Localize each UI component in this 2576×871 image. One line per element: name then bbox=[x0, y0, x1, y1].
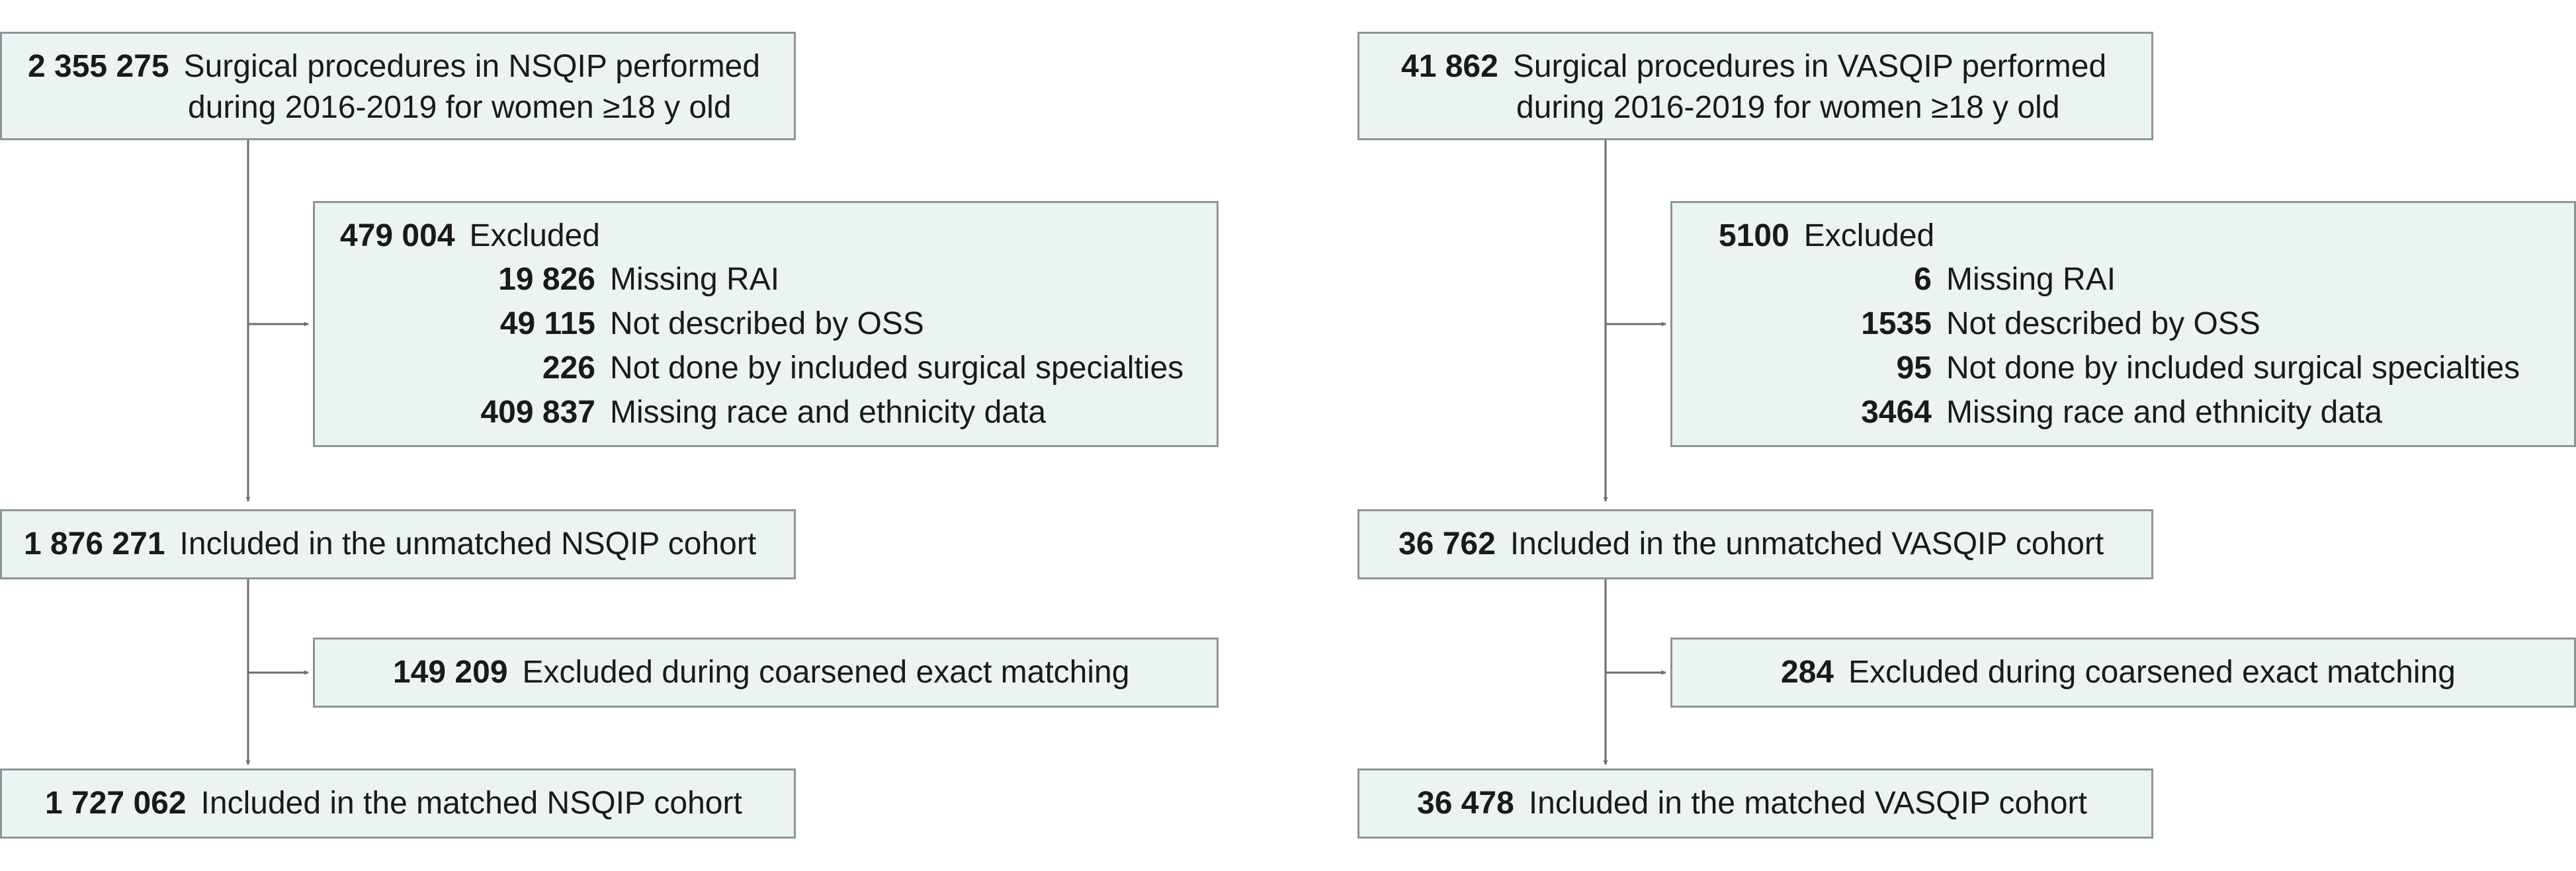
vasqip-start-label-1: Surgical procedures in VASQIP performed bbox=[1512, 49, 2107, 84]
nsqip-excluded1-total-count: 479 004 bbox=[340, 218, 455, 253]
vasqip-excluded2-line: 284 Excluded during coarsened exact matc… bbox=[1781, 651, 2456, 694]
vasqip-excluded1-item-count: 95 bbox=[1896, 351, 1932, 386]
nsqip-unmatched-box bbox=[0, 509, 796, 579]
nsqip-excluded1-total: 479 004 Excluded bbox=[340, 214, 600, 258]
vasqip-unmatched-line: 36 762 Included in the unmatched VASQIP … bbox=[1398, 522, 2104, 566]
nsqip-excluded1-item-count: 226 bbox=[542, 351, 595, 386]
nsqip-excluded2-label: Excluded during coarsened exact matching bbox=[522, 655, 1130, 690]
nsqip-start-count: 2 355 275 bbox=[28, 49, 169, 84]
nsqip-matched-label: Included in the matched NSQIP cohort bbox=[200, 786, 742, 821]
nsqip-excluded2-box bbox=[313, 638, 1219, 708]
vasqip-excluded1-item: 6 Missing RAI bbox=[1799, 258, 2116, 302]
vasqip-unmatched-count: 36 762 bbox=[1398, 526, 1496, 561]
vasqip-excluded1-item-count: 1535 bbox=[1861, 306, 1932, 341]
vasqip-excluded1-item: 1535 Not described by OSS bbox=[1799, 302, 2260, 346]
vasqip-matched-box bbox=[1357, 768, 2153, 839]
nsqip-excluded1-item-label: Missing race and ethnicity data bbox=[610, 395, 1047, 430]
vasqip-excluded1-total-label: Excluded bbox=[1803, 218, 1935, 253]
nsqip-start-box bbox=[0, 32, 796, 140]
vasqip-excluded1-item-label: Not done by included surgical specialtie… bbox=[1946, 351, 2520, 386]
vasqip-matched-line: 36 478 Included in the matched VASQIP co… bbox=[1417, 782, 2087, 825]
nsqip-excluded1-item-label: Missing RAI bbox=[610, 262, 780, 297]
vasqip-start-line1: 41 862 Surgical procedures in VASQIP per… bbox=[1401, 45, 2106, 89]
vasqip-matched-count: 36 478 bbox=[1417, 786, 1514, 821]
nsqip-start-line1: 2 355 275 Surgical procedures in NSQIP p… bbox=[28, 45, 760, 89]
vasqip-matched-label: Included in the matched VASQIP cohort bbox=[1528, 786, 2087, 821]
nsqip-start-label-2: during 2016-2019 for women ≥18 y old bbox=[188, 90, 732, 125]
vasqip-excluded1-item-label: Not described by OSS bbox=[1946, 306, 2260, 341]
vasqip-excluded1-item-count: 3464 bbox=[1861, 395, 1932, 430]
nsqip-start-label-1: Surgical procedures in NSQIP performed bbox=[183, 49, 761, 84]
nsqip-excluded1-total-label: Excluded bbox=[469, 218, 600, 253]
vasqip-unmatched-box bbox=[1357, 509, 2153, 579]
vasqip-start-box bbox=[1357, 32, 2153, 140]
nsqip-excluded1-item: 19 826 Missing RAI bbox=[463, 258, 779, 302]
vasqip-excluded1-box bbox=[1670, 201, 2576, 447]
vasqip-start-label-2: during 2016-2019 for women ≥18 y old bbox=[1516, 90, 2060, 125]
nsqip-matched-line: 1 727 062 Included in the matched NSQIP … bbox=[45, 782, 742, 825]
vasqip-start-line2: during 2016-2019 for women ≥18 y old bbox=[1516, 86, 2060, 130]
nsqip-start-line2: during 2016-2019 for women ≥18 y old bbox=[188, 86, 732, 130]
vasqip-excluded1-item-label: Missing RAI bbox=[1946, 262, 2116, 297]
nsqip-unmatched-label: Included in the unmatched NSQIP cohort bbox=[179, 526, 757, 561]
vasqip-excluded1-item: 95 Not done by included surgical special… bbox=[1799, 347, 2520, 390]
nsqip-excluded1-item-count: 49 115 bbox=[499, 306, 595, 341]
nsqip-excluded1-item-label: Not described by OSS bbox=[610, 306, 924, 341]
vasqip-excluded1-total-count: 5100 bbox=[1719, 218, 1789, 253]
nsqip-unmatched-count: 1 876 271 bbox=[24, 526, 165, 561]
vasqip-excluded1-item-count: 6 bbox=[1914, 262, 1932, 297]
nsqip-excluded1-box bbox=[313, 201, 1219, 447]
vasqip-unmatched-label: Included in the unmatched VASQIP cohort bbox=[1510, 526, 2104, 561]
nsqip-excluded2-line: 149 209 Excluded during coarsened exact … bbox=[393, 651, 1129, 694]
nsqip-excluded1-item: 409 837 Missing race and ethnicity data bbox=[463, 391, 1046, 435]
nsqip-excluded1-item: 226 Not done by included surgical specia… bbox=[463, 347, 1183, 390]
vasqip-excluded2-box bbox=[1670, 638, 2576, 708]
vasqip-excluded2-count: 284 bbox=[1781, 655, 1834, 690]
vasqip-excluded1-total: 5100 Excluded bbox=[1719, 214, 1934, 258]
vasqip-start-count: 41 862 bbox=[1401, 49, 1498, 84]
nsqip-excluded2-count: 149 209 bbox=[393, 655, 508, 690]
nsqip-matched-box bbox=[0, 768, 796, 839]
nsqip-excluded1-item: 49 115 Not described by OSS bbox=[463, 302, 924, 346]
vasqip-excluded1-item: 3464 Missing race and ethnicity data bbox=[1799, 391, 2382, 435]
nsqip-excluded1-item-count: 409 837 bbox=[480, 395, 595, 430]
nsqip-matched-count: 1 727 062 bbox=[45, 786, 187, 821]
nsqip-excluded1-item-label: Not done by included surgical specialtie… bbox=[610, 351, 1184, 386]
vasqip-excluded2-label: Excluded during coarsened exact matching bbox=[1848, 655, 2456, 690]
nsqip-excluded1-item-count: 19 826 bbox=[498, 262, 595, 297]
nsqip-unmatched-line: 1 876 271 Included in the unmatched NSQI… bbox=[24, 522, 756, 566]
vasqip-excluded1-item-label: Missing race and ethnicity data bbox=[1946, 395, 2383, 430]
